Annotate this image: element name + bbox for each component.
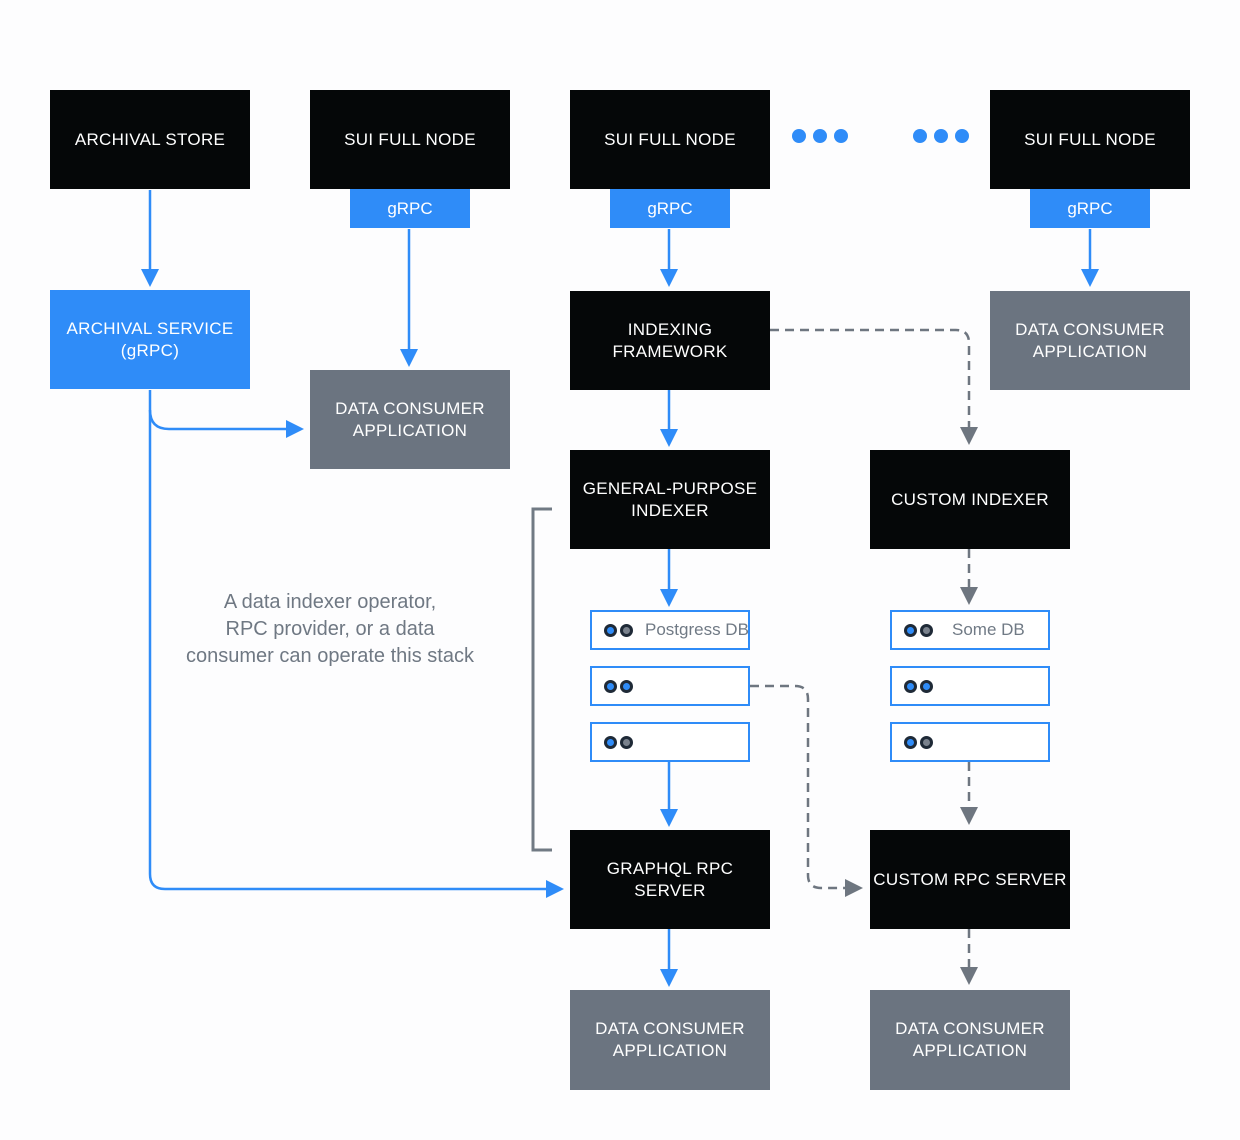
db-dot-blue-icon — [904, 623, 917, 637]
grpc-label: gRPC — [647, 198, 693, 218]
db-dot-blue-icon — [620, 679, 633, 693]
sui-full-node-box-3: SUI FULL NODE — [990, 90, 1190, 189]
db-dot-gray-icon — [620, 623, 633, 637]
general-purpose-indexer-label: GENERAL-PURPOSE INDEXER — [582, 478, 758, 520]
some-db-row: Some DB — [890, 610, 1050, 650]
dashed-arrowheads — [845, 427, 978, 985]
graphql-rpc-server-label: GRAPHQL RPC SERVER — [606, 858, 734, 900]
line-archival-service-to-graphql-server — [148, 390, 546, 891]
indexing-framework-box: INDEXING FRAMEWORK — [570, 291, 770, 390]
db-dot-blue-icon — [604, 679, 617, 693]
custom-rpc-server-box: CUSTOM RPC SERVER — [870, 830, 1070, 929]
grpc-tab-1: gRPC — [350, 189, 470, 228]
db-dot-blue-icon — [604, 735, 617, 749]
sui-full-node-label: SUI FULL NODE — [344, 129, 476, 149]
data-consumer-application-label: DATA CONSUMER APPLICATION — [895, 1019, 1045, 1060]
dash-db2-to-custom-server — [750, 684, 845, 890]
blue-arrowheads — [141, 269, 1099, 987]
grpc-label: gRPC — [387, 198, 433, 218]
db-row — [890, 666, 1050, 706]
ellipsis-dots-icon — [792, 129, 969, 143]
db-dot-blue-icon — [920, 679, 933, 693]
dashed-connectors — [750, 328, 971, 967]
db-row — [590, 722, 750, 762]
db-row — [590, 666, 750, 706]
db-dot-blue-icon — [904, 679, 917, 693]
db-dot-gray-icon — [620, 735, 633, 749]
general-purpose-indexer-box: GENERAL-PURPOSE INDEXER — [570, 450, 770, 549]
data-consumer-application-box-2: DATA CONSUMER APPLICATION — [990, 291, 1190, 390]
line-archival-service-to-consumer — [148, 409, 286, 431]
data-consumer-application-label: DATA CONSUMER APPLICATION — [1015, 319, 1165, 361]
data-consumer-application-label: DATA CONSUMER APPLICATION — [595, 1019, 745, 1060]
sui-full-node-label: SUI FULL NODE — [604, 129, 736, 149]
indexing-framework-label: INDEXING FRAMEWORK — [612, 319, 728, 361]
db-dot-gray-icon — [920, 623, 933, 637]
data-consumer-application-box-4: DATA CONSUMER APPLICATION — [870, 990, 1070, 1090]
db-dot-blue-icon — [904, 735, 917, 749]
archival-store-box: ARCHIVAL STORE — [50, 90, 250, 189]
graphql-rpc-server-box: GRAPHQL RPC SERVER — [570, 830, 770, 929]
sui-full-node-label: SUI FULL NODE — [1024, 129, 1156, 149]
data-consumer-application-label: DATA CONSUMER APPLICATION — [335, 398, 485, 440]
grpc-label: gRPC — [1067, 198, 1113, 218]
some-db-label: Some DB — [952, 620, 1025, 639]
blue-connectors — [148, 190, 1092, 971]
sui-full-node-box-1: SUI FULL NODE — [310, 90, 510, 189]
custom-indexer-box: CUSTOM INDEXER — [870, 450, 1070, 549]
postgress-db-label: Postgress DB — [645, 620, 749, 639]
data-consumer-application-box-3: DATA CONSUMER APPLICATION — [570, 990, 770, 1090]
custom-indexer-label: CUSTOM INDEXER — [891, 489, 1049, 509]
postgress-db-row: Postgress DB — [590, 610, 750, 650]
custom-rpc-server-label: CUSTOM RPC SERVER — [873, 869, 1067, 889]
db-dot-gray-icon — [920, 735, 933, 749]
sui-full-node-box-2: SUI FULL NODE — [570, 90, 770, 189]
stack-bracket — [531, 507, 552, 852]
db-dot-blue-icon — [604, 623, 617, 637]
data-consumer-application-box-1: DATA CONSUMER APPLICATION — [310, 370, 510, 469]
grpc-tab-3: gRPC — [1030, 189, 1150, 228]
db-row — [890, 722, 1050, 762]
stack-note: A data indexer operator, RPC provider, o… — [186, 591, 474, 667]
dash-indexing-framework-to-custom-indexer — [770, 328, 971, 429]
grpc-tab-2: gRPC — [610, 189, 730, 228]
archival-service-box: ARCHIVAL SERVICE (gRPC) — [50, 290, 250, 389]
archival-store-label: ARCHIVAL STORE — [74, 129, 226, 149]
archival-service-label: ARCHIVAL SERVICE (gRPC) — [66, 318, 234, 360]
